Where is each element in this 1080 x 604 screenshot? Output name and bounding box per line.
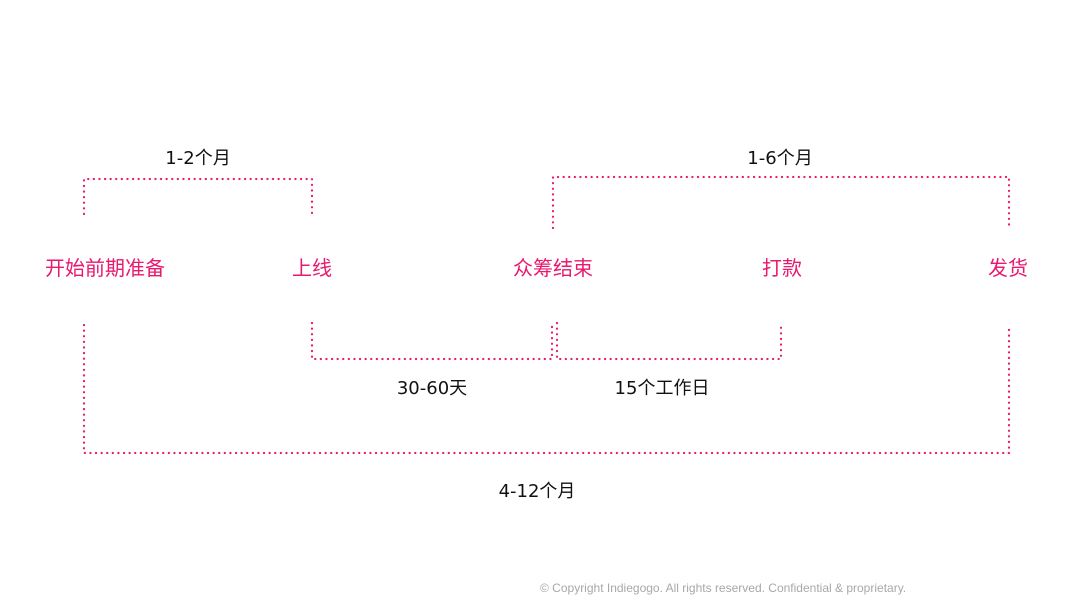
bracket-total bbox=[82, 323, 1011, 455]
duration-end-to-payout: 15个工作日 bbox=[614, 378, 710, 399]
bracket-end-to-payout bbox=[555, 321, 783, 361]
bracket-prep-to-launch bbox=[82, 177, 314, 216]
duration-end-to-shipping: 1-6个月 bbox=[747, 148, 813, 169]
copyright-notice: © Copyright Indiegogo. All rights reserv… bbox=[540, 581, 907, 595]
bracket-launch-to-end bbox=[310, 321, 554, 361]
duration-prep-to-launch: 1-2个月 bbox=[165, 148, 231, 169]
bracket-end-to-shipping bbox=[551, 175, 1011, 230]
duration-launch-to-end: 30-60天 bbox=[396, 378, 468, 399]
stage-start-prep: 开始前期准备 bbox=[45, 256, 165, 280]
stage-payout: 打款 bbox=[762, 256, 802, 280]
stage-shipping: 发货 bbox=[988, 256, 1028, 280]
stage-launch: 上线 bbox=[292, 256, 332, 280]
duration-total: 4-12个月 bbox=[498, 481, 576, 502]
stage-crowdfunding-end: 众筹结束 bbox=[513, 256, 593, 280]
